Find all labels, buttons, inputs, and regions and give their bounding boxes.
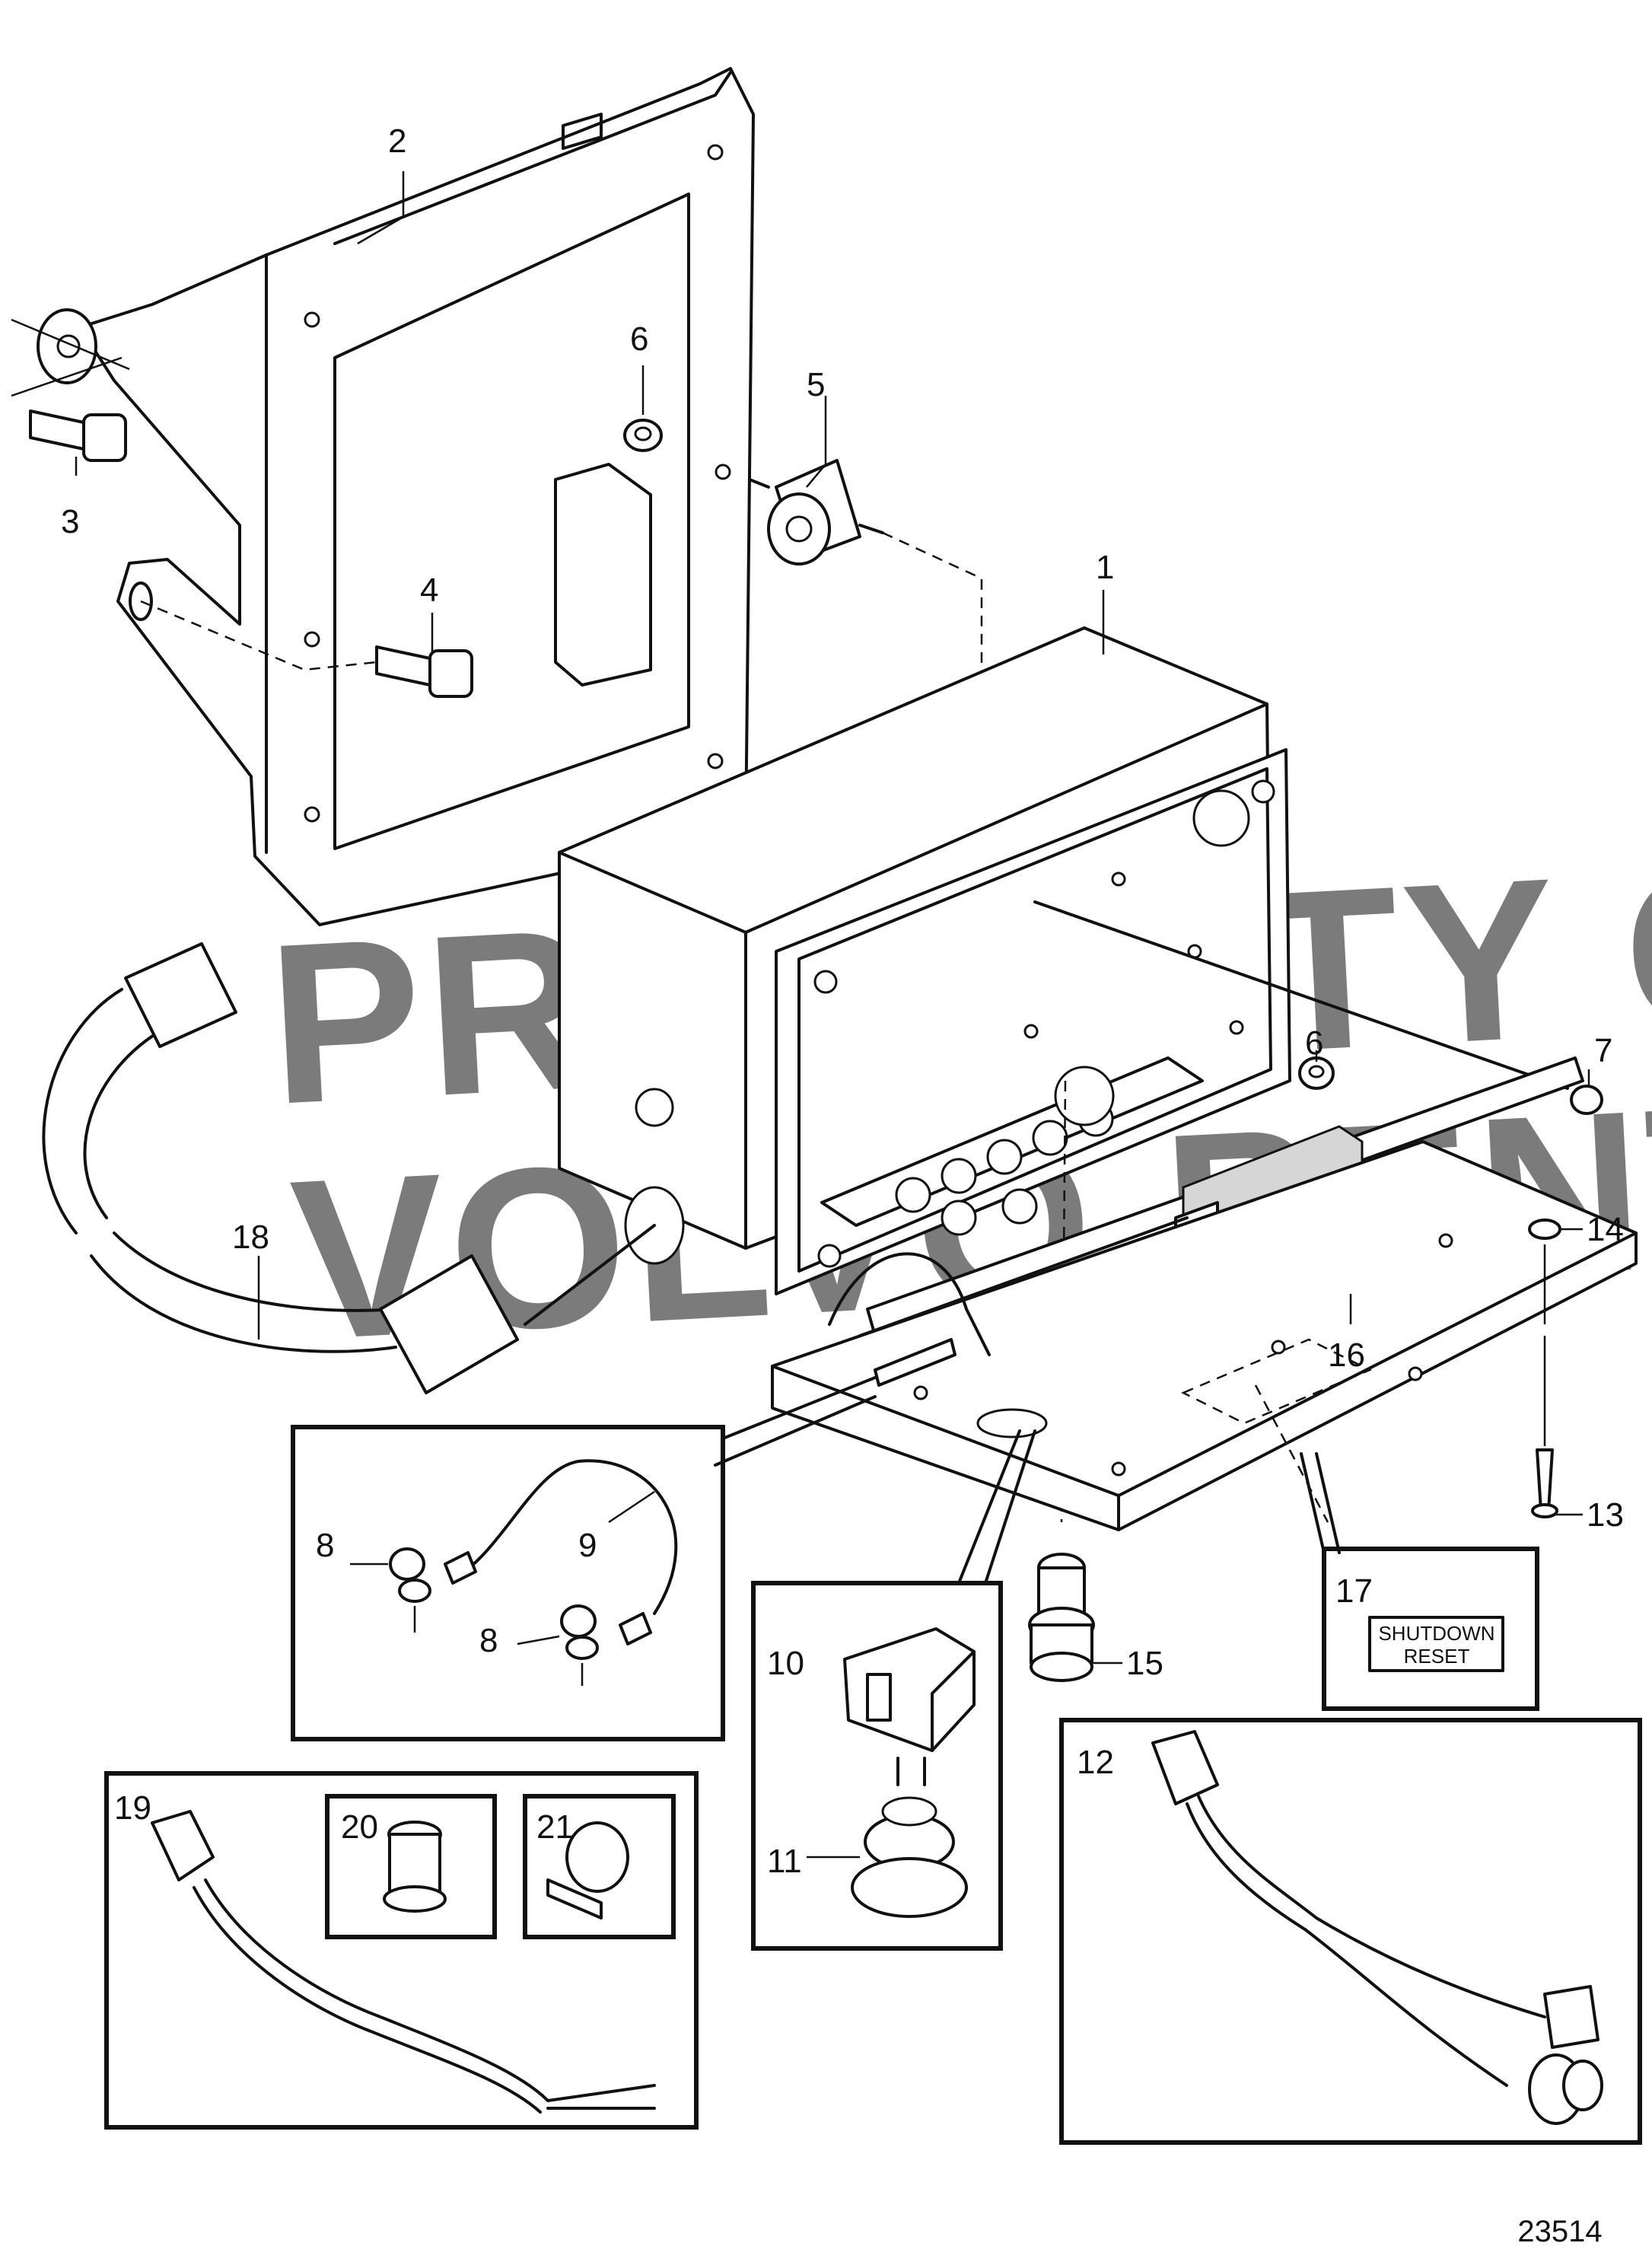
detail-box-harness-19 bbox=[104, 1771, 699, 2130]
callout-19: 19 bbox=[114, 1789, 151, 1827]
callout-13: 13 bbox=[1587, 1496, 1624, 1534]
screw-13 bbox=[1531, 1336, 1558, 1518]
bolt-3 bbox=[11, 318, 130, 462]
callout-1: 1 bbox=[1096, 549, 1114, 586]
control-box-housing bbox=[558, 626, 1291, 1523]
callout-12: 12 bbox=[1077, 1744, 1114, 1781]
callout-7: 7 bbox=[1594, 1032, 1612, 1069]
detail-box-switch bbox=[751, 1429, 1036, 1951]
spacer-5 bbox=[748, 459, 1097, 1075]
callout-3: 3 bbox=[61, 503, 79, 540]
callout-4: 4 bbox=[420, 572, 438, 609]
shutdown-reset-label: SHUTDOWN RESET bbox=[1378, 1622, 1494, 1668]
bolt-4 bbox=[140, 600, 473, 698]
callout-5: 5 bbox=[807, 366, 825, 403]
callout-10: 10 bbox=[767, 1645, 804, 1682]
callout-labels: 1 2 3 4 5 6 6 7 8 8 9 10 11 12 13 14 15 … bbox=[61, 123, 1624, 1880]
detail-box-shutdown-label bbox=[1300, 1452, 1539, 1711]
callout-18: 18 bbox=[232, 1219, 269, 1256]
shutdown-label-line1: SHUTDOWN bbox=[1378, 1622, 1494, 1645]
nut-6-lower bbox=[1298, 1056, 1335, 1090]
detail-box-ground-cable bbox=[291, 1376, 877, 1741]
callout-15: 15 bbox=[1126, 1645, 1163, 1682]
callout-16: 16 bbox=[1328, 1336, 1365, 1374]
leader-lines bbox=[75, 171, 1590, 1859]
shutdown-label-line2: RESET bbox=[1404, 1645, 1470, 1668]
cable-gland-15 bbox=[1028, 1553, 1095, 1682]
callout-6-upper: 6 bbox=[630, 320, 648, 358]
callout-6-lower: 6 bbox=[1305, 1024, 1323, 1062]
callout-14: 14 bbox=[1587, 1211, 1624, 1248]
callout-2: 2 bbox=[388, 123, 406, 160]
callout-21: 21 bbox=[536, 1808, 574, 1846]
callout-17: 17 bbox=[1335, 1572, 1373, 1610]
callout-8-lower: 8 bbox=[479, 1622, 498, 1659]
mounting-bracket bbox=[37, 67, 755, 926]
callout-9: 9 bbox=[578, 1527, 597, 1564]
callout-20: 20 bbox=[341, 1808, 378, 1846]
screw-7 bbox=[1033, 900, 1603, 1115]
nut-6-upper bbox=[623, 419, 663, 452]
figure-number: 23514 bbox=[1517, 2215, 1602, 2248]
callout-11: 11 bbox=[767, 1843, 802, 1880]
internal-wiring bbox=[828, 1216, 1189, 1387]
cover-plate bbox=[771, 1140, 1638, 1531]
callout-8-upper: 8 bbox=[316, 1527, 334, 1564]
washer-14 bbox=[1528, 1219, 1561, 1324]
detail-box-harness-12 bbox=[1059, 1718, 1642, 2145]
conduit-hose-18 bbox=[42, 942, 656, 1394]
